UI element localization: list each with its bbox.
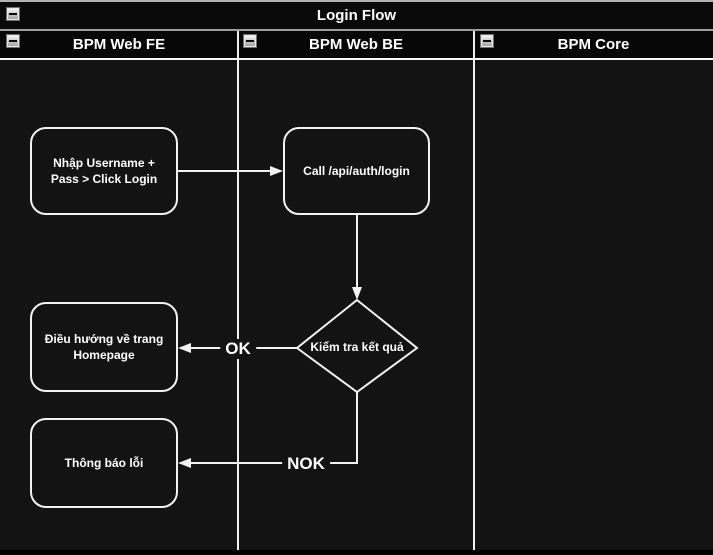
node-label: Thông báo lỗi — [64, 455, 144, 470]
title-separator — [0, 29, 713, 31]
edge-input-to-call — [178, 170, 270, 172]
edge-decision-to-error-horizontal — [191, 462, 358, 464]
lane-divider — [237, 31, 239, 550]
pool-title[interactable]: Login Flow — [316, 7, 397, 24]
minus-icon — [9, 13, 17, 15]
edge-label-nok: NOK — [282, 454, 330, 474]
top-border — [0, 0, 713, 2]
lane-collapse-icon[interactable] — [243, 34, 257, 48]
lane-header-bpm-web-fe[interactable]: BPM Web FE — [72, 36, 166, 53]
minus-icon — [483, 40, 491, 42]
bottom-border — [0, 550, 713, 555]
diamond-shape — [295, 298, 419, 394]
node-error-message[interactable]: Thông báo lỗi — [30, 418, 178, 508]
node-redirect-homepage[interactable]: Điều hướng về trang Homepage — [30, 302, 178, 392]
node-label: Điều hướng về trang Homepage — [44, 331, 164, 362]
node-label: Nhập Username + Pass > Click Login — [50, 155, 158, 186]
lane-collapse-icon[interactable] — [6, 34, 20, 48]
lane-divider — [473, 31, 475, 550]
arrowhead-down-icon — [352, 287, 362, 300]
minus-icon — [9, 40, 17, 42]
edge-call-to-decision — [356, 215, 358, 287]
node-decision-check-result[interactable] — [293, 297, 421, 400]
pool-collapse-icon[interactable] — [6, 7, 20, 21]
lane-header-bpm-core[interactable]: BPM Core — [557, 36, 630, 53]
arrowhead-left-icon — [178, 458, 191, 468]
node-label: Call /api/auth/login — [303, 163, 410, 178]
lane-header-bar — [0, 31, 713, 58]
minus-icon — [246, 40, 254, 42]
node-input-credentials[interactable]: Nhập Username + Pass > Click Login — [30, 127, 178, 215]
node-label: Kiểm tra kết quả — [310, 340, 404, 354]
arrowhead-left-icon — [178, 343, 191, 353]
lane-collapse-icon[interactable] — [480, 34, 494, 48]
node-call-api-login[interactable]: Call /api/auth/login — [283, 127, 430, 215]
arrowhead-right-icon — [270, 166, 283, 176]
lane-header-bpm-web-be[interactable]: BPM Web BE — [309, 36, 403, 53]
lane-header-separator — [0, 58, 713, 60]
pool-title-bar — [0, 2, 713, 29]
edge-label-ok: OK — [220, 339, 256, 359]
edge-decision-to-error-vertical — [356, 391, 358, 464]
